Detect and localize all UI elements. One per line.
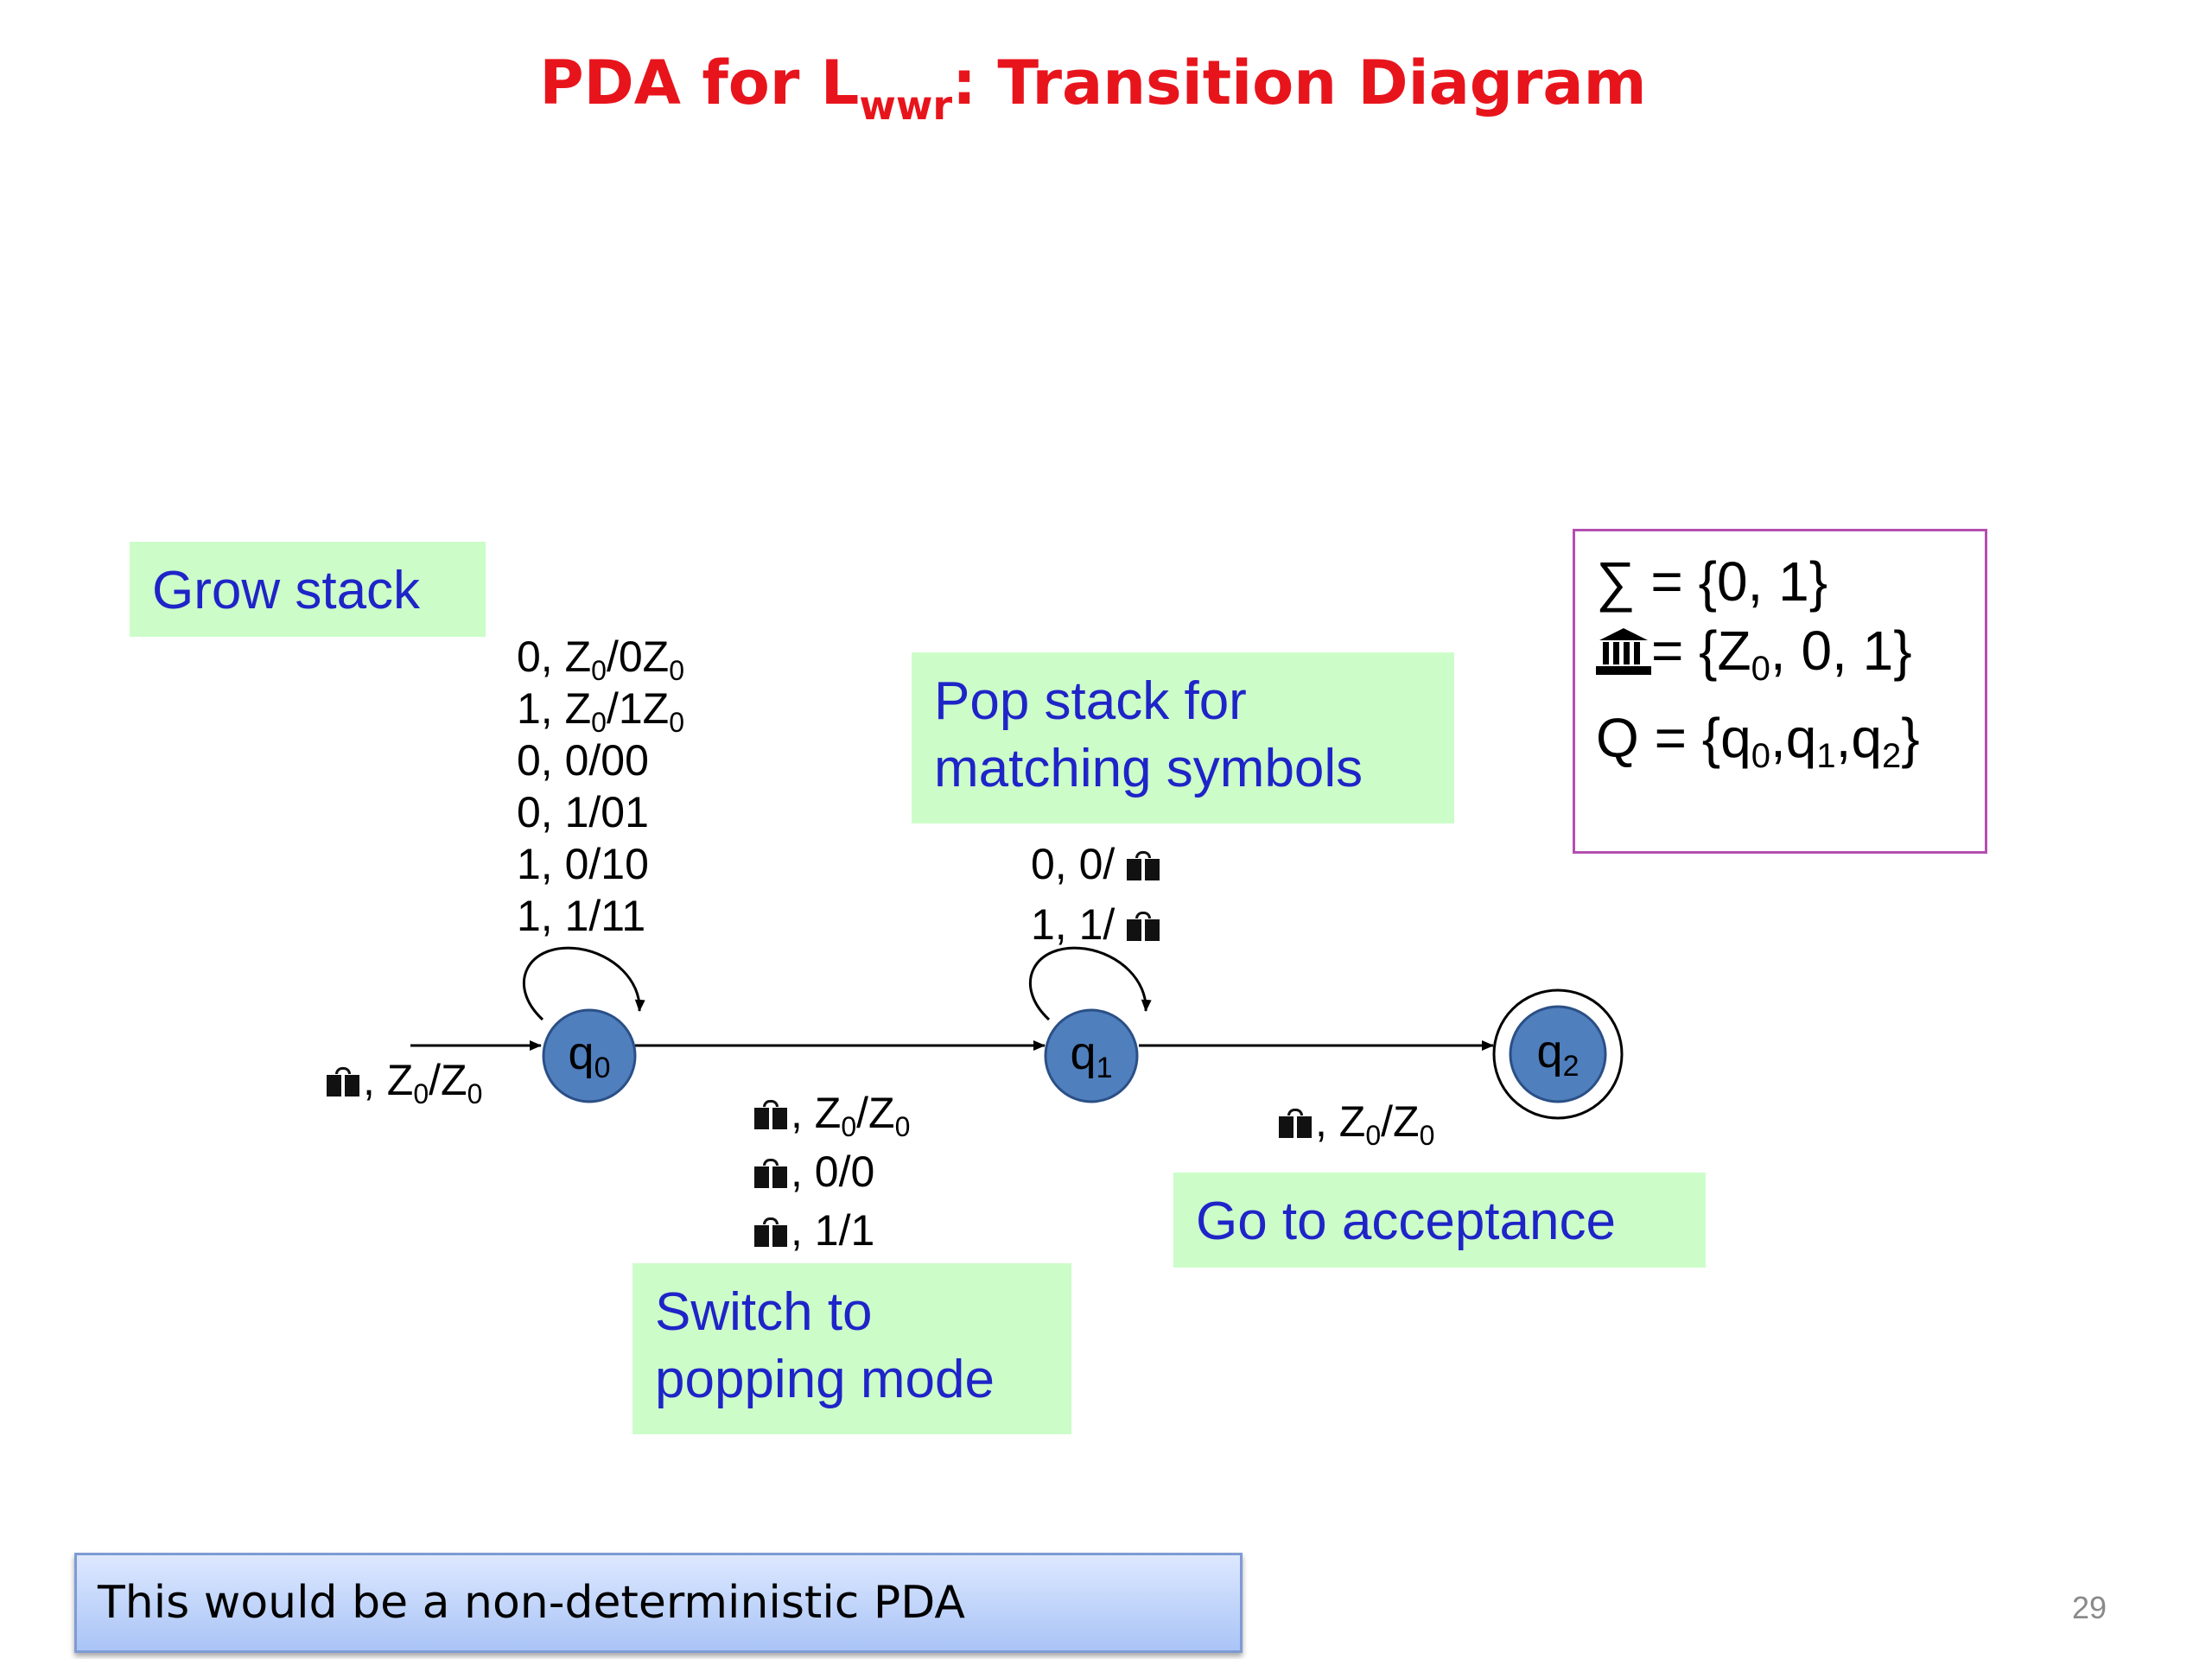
temple-icon xyxy=(1596,628,1651,675)
state-q0 xyxy=(542,1008,637,1103)
definition-box: ∑ = {0, 1} = {Z0, 0, 1} Q = {q0,q1,q2} xyxy=(1573,529,1987,854)
q0-q1-line: , 1/1 xyxy=(754,1205,910,1263)
q1-loop-line: 1, 1/ xyxy=(1031,899,1163,959)
gamma-definition: = {Z0, 0, 1} xyxy=(1596,616,1964,703)
state-q2 xyxy=(1509,1005,1607,1103)
q0-loop-labels: 0, Z0/0Z0 1, Z0/1Z0 0, 0/00 0, 1/01 1, 0… xyxy=(517,631,684,942)
title-rest: : Transition Diagram xyxy=(952,48,1647,118)
gift-icon xyxy=(754,1100,787,1129)
q0-loop-line: 0, 1/01 xyxy=(517,788,649,836)
q0-loop-line: 0, 0/00 xyxy=(517,736,649,785)
note-grow-stack: Grow stack xyxy=(130,542,486,637)
nondeterministic-note: This would be a non-deterministic PDA xyxy=(74,1553,1243,1653)
q0-loop-line: 1, 1/11 xyxy=(517,892,646,940)
q1-loop-line: 0, 0/ xyxy=(1031,838,1163,899)
loop-q0 xyxy=(522,946,645,1021)
state-q1 xyxy=(1044,1008,1139,1103)
loop-q1 xyxy=(1028,946,1152,1021)
gift-icon xyxy=(1127,912,1160,941)
gift-icon xyxy=(327,1067,359,1096)
start-transition-label: , Z0/Z0 xyxy=(327,1054,482,1120)
q0-q1-labels: , Z0/Z0 , 0/0 , 1/1 xyxy=(754,1087,910,1263)
sigma-definition: ∑ = {0, 1} xyxy=(1596,550,1828,613)
state-q0-label: q0 xyxy=(568,1027,611,1084)
gift-icon xyxy=(754,1159,787,1188)
states-definition: Q = {q0,q1,q2} xyxy=(1596,707,1920,775)
q0-q1-line: , Z0/Z0 xyxy=(754,1087,910,1146)
q0-q1-line: , 0/0 xyxy=(754,1146,910,1205)
state-q1-label: q1 xyxy=(1070,1027,1113,1084)
q0-loop-line: 1, 0/10 xyxy=(517,840,649,888)
q1-q2-label: , Z0/Z0 xyxy=(1279,1096,1434,1161)
q1-loop-labels: 0, 0/ 1, 1/ xyxy=(1031,838,1163,959)
title-main: PDA for L xyxy=(539,48,860,118)
title-subscript: wwr xyxy=(859,82,953,129)
q0-loop-line: 0, Z0/0Z0 xyxy=(517,632,684,686)
note-go-to-acceptance: Go to acceptance xyxy=(1173,1173,1706,1268)
state-q2-label: q2 xyxy=(1536,1026,1580,1083)
page-number: 29 xyxy=(2072,1590,2107,1625)
q0-loop-line: 1, Z0/1Z0 xyxy=(517,684,684,738)
slide-title: PDA for Lwwr: Transition Diagram xyxy=(0,48,2186,129)
gift-icon xyxy=(1279,1109,1312,1138)
gift-icon xyxy=(754,1217,787,1247)
gift-icon xyxy=(1127,851,1160,880)
